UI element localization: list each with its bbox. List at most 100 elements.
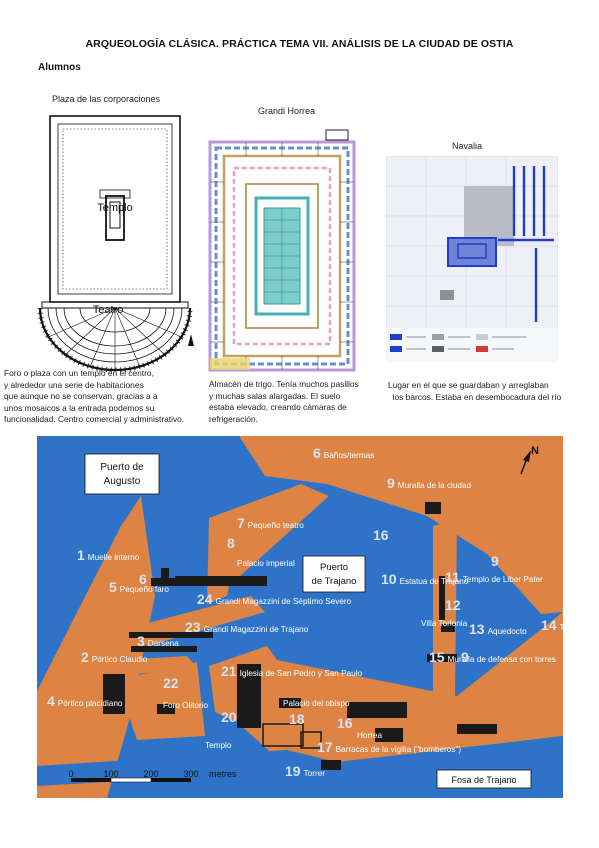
map-label: Horrea [357,731,382,740]
map-label-text: Villa Torlonia [421,619,468,628]
map-label-text: Torrer [304,769,326,778]
box-fosa: Fosa de Trajano [436,769,532,789]
map-label: 16 [337,715,353,731]
map-label-number: 18 [289,711,305,727]
building-outlines [262,723,322,749]
corporaciones-caption: Plaza de las corporaciones [52,94,161,104]
map-label-number: 16 [373,527,389,543]
map-label-text: Horrea [357,731,382,740]
box-augusto: Puerto de Augusto [84,453,160,495]
map-label-text: Pequeño teatro [248,521,304,530]
map-label: 14Templo de Portumanus [541,617,563,633]
map-label-number: 19 [285,763,301,779]
map-label-text: Iglesia de San Pedro y San Paulo [240,669,363,678]
map-label-number: 7 [237,515,245,531]
map-label-text: Templo [205,741,232,750]
map-label-number: 5 [109,579,117,595]
map-label: Palacio imperial [237,559,295,568]
map-label-number: 6 [313,445,321,461]
north-label: N [531,445,539,457]
scale-unit: metres [209,769,237,779]
map-label-number: 8 [227,535,235,551]
map-label-number: 16 [337,715,353,731]
map-label: 18 [289,711,305,727]
map-label-number: 9 [461,649,469,665]
svg-text:de Trajano: de Trajano [312,576,357,587]
page-title: ARQUEOLOGÍA CLÁSICA. PRÁCTICA TEMA VII. … [85,38,514,50]
map-label-text: Palacio imperial [237,559,295,568]
map-label-text: Grandi Magazzini de Séptimo Severo [216,597,352,606]
map-label-text: Aquedocto [488,627,528,636]
map-label-number: 1 [77,547,85,563]
map-label: Villa Torlonia [421,619,468,628]
map-label-text: Darsena [148,639,179,648]
map-label: 9 [461,649,469,665]
map-label: Palacio del obispo [283,699,350,708]
map-label-text: Pórtico Claudio [92,655,148,664]
north-arrow: N [520,445,539,475]
svg-text:Puerto de: Puerto de [100,462,144,473]
map-label-number: 9 [491,553,499,569]
navalia-plan [386,156,558,362]
map-label-text: Muralla de defensa con torres [448,655,556,664]
map-label-number: 24 [197,591,213,607]
students-label: Alumnos [38,62,81,73]
map-label: 9 [491,553,499,569]
temple-label: Templo [97,202,132,214]
scale-tick: 200 [143,769,158,779]
land-areas [37,436,563,798]
map-label: 20 [221,709,237,725]
map-label-text: Foro Olitorio [163,701,208,710]
map-label-number: 13 [469,621,485,637]
corporaciones-description: Foro o plaza con un templo en el centro,… [4,368,185,425]
svg-text:Fosa de Trajano: Fosa de Trajano [451,775,516,785]
map-label: 8 [227,535,235,551]
scale-tick: 100 [103,769,118,779]
map-label: Templo [205,741,232,750]
map-label-text: Palacio del obispo [283,699,350,708]
map-label-text: Muelle interno [88,553,140,562]
map-label: 16 [373,527,389,543]
map-label-text: Pequeño faro [120,585,170,594]
water-channels [37,736,563,786]
scale-bar: 0 100 200 300 metres [68,769,237,783]
map-label-number: 2 [81,649,89,665]
map-label-number: 22 [163,675,179,691]
map-label-text: Muralla de la ciudad [398,481,472,490]
map-label: 6 [139,571,147,587]
map-label-text: Grandi Magazzini de Trajano [204,625,309,634]
map-label-number: 14 [541,617,557,633]
navalia-caption: Navalia [452,141,483,151]
map-label-number: 10 [381,571,397,587]
map-label-number: 4 [47,693,55,709]
map-label: 12 [445,597,461,613]
map-label: Foro Olitorio [163,701,208,710]
map-label-number: 12 [445,597,461,613]
map-label-number: 20 [221,709,237,725]
scale-tick: 300 [183,769,198,779]
map-label: 22 [163,675,179,691]
map-label-text: Estatua de Trajano [400,577,469,586]
horrea-caption: Grandi Horrea [258,106,316,116]
map-label-text: Templo de Liber Pater [463,575,543,584]
map-label-text: Pórtico placidiano [58,699,123,708]
buildings [103,502,497,770]
navalia-description: Lugar en el que se guardaban y arreglaba… [388,380,562,402]
